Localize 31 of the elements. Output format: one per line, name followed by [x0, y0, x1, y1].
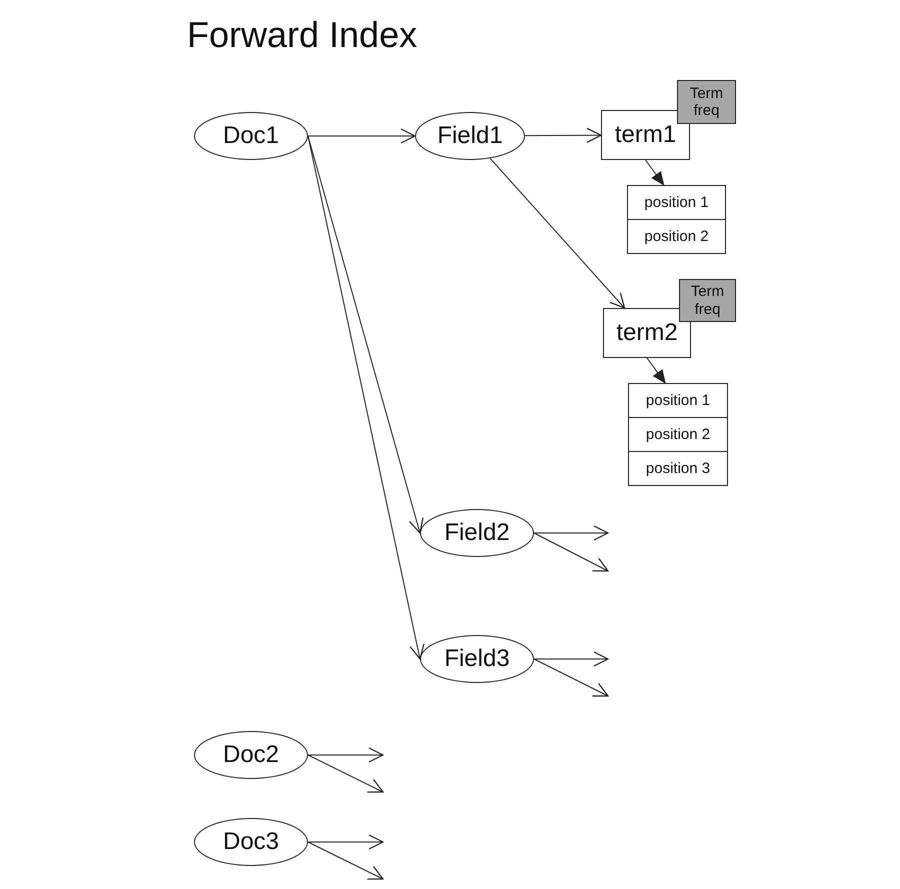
arrow — [308, 136, 425, 660]
arrow — [534, 532, 609, 572]
diagram-title: Forward Index — [187, 14, 418, 56]
frequency-tag: Term freq — [679, 279, 736, 322]
ellipse-node: Field1 — [415, 112, 525, 160]
term-box: term2 — [603, 308, 691, 358]
arrow — [490, 158, 626, 309]
arrow — [308, 754, 384, 793]
arrow — [308, 842, 384, 880]
arrow — [308, 128, 416, 144]
arrow — [308, 136, 424, 534]
position-cell: position 2 — [627, 219, 726, 254]
ellipse-node: Doc1 — [194, 112, 308, 160]
arrow — [534, 658, 609, 697]
arrow — [524, 128, 602, 143]
arrow — [645, 160, 664, 186]
ellipse-node: Field2 — [420, 509, 534, 557]
position-cell: position 1 — [628, 383, 728, 418]
frequency-tag: Term freq — [677, 80, 736, 124]
ellipse-node: Doc2 — [194, 731, 308, 779]
arrow — [646, 358, 666, 384]
arrow — [534, 525, 609, 541]
position-cell: position 3 — [628, 451, 728, 486]
arrow — [308, 834, 384, 850]
ellipse-node: Field3 — [420, 635, 534, 683]
term-box: term1 — [601, 110, 690, 160]
arrow — [308, 747, 384, 763]
position-cell: position 2 — [628, 417, 728, 452]
ellipse-node: Doc3 — [194, 818, 308, 866]
arrow — [534, 651, 609, 667]
position-cell: position 1 — [627, 185, 726, 220]
